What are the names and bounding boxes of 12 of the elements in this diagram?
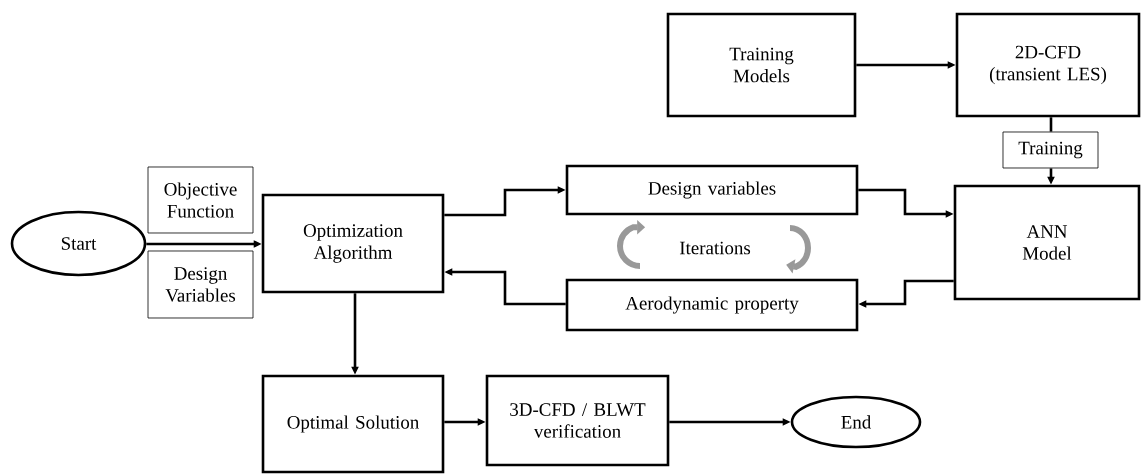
annotation-text: Iterations bbox=[679, 241, 751, 255]
label-box: Design Variables bbox=[147, 250, 254, 319]
label-box: Objective Function bbox=[147, 166, 254, 234]
process-box: Optimization Algorithm bbox=[261, 193, 445, 294]
process-box: 3D-CFD / BLWT verification bbox=[485, 374, 670, 467]
process-box: Optimal Solution bbox=[261, 374, 445, 474]
process-box: ANN Model bbox=[953, 184, 1141, 301]
process-box: 2D-CFD (transient LES) bbox=[955, 12, 1141, 118]
label-box: Training bbox=[1002, 131, 1099, 169]
process-box: Aerodynamic property bbox=[565, 278, 859, 332]
process-box: Training Models bbox=[666, 12, 857, 118]
process-box: Design variables bbox=[565, 164, 859, 216]
